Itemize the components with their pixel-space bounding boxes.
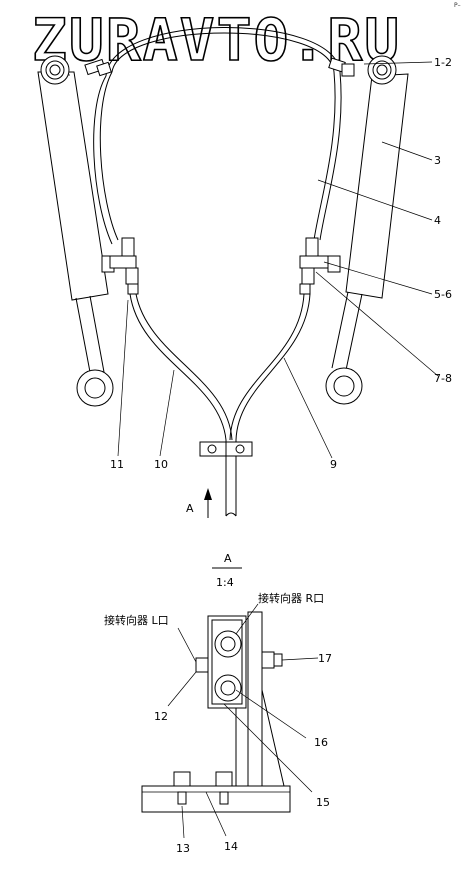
callout-7-8: 7-8 — [434, 372, 452, 385]
callout-14: 14 — [224, 840, 238, 853]
view-arrow-label: A — [186, 502, 194, 515]
upper-hose-loop — [93, 27, 342, 245]
callout-3: 3 — [434, 154, 441, 167]
detail-view-scale: 1:4 — [216, 576, 234, 589]
detail-view-title-letter: A — [224, 552, 232, 565]
callout-13: 13 — [176, 842, 190, 855]
detail-view-title: A 1:4 — [212, 552, 242, 589]
callout-16: 16 — [314, 736, 328, 749]
callout-4: 4 — [434, 214, 441, 227]
callout-9: 9 — [330, 458, 337, 471]
corner-mark: P– — [454, 2, 461, 9]
callout-15: 15 — [316, 796, 330, 809]
callout-11: 11 — [110, 458, 124, 471]
hose-clamp — [199, 441, 253, 457]
left-steering-cylinder — [37, 55, 115, 407]
right-tee-fitting — [299, 237, 329, 295]
view-arrow-a: A — [186, 488, 212, 518]
port-r-label: 接转向器 R口 — [258, 591, 324, 605]
left-tee-fitting — [109, 237, 139, 295]
top-hose-fittings — [84, 57, 355, 77]
leaders-upper — [117, 61, 439, 459]
callout-1-2: 1-2 — [434, 56, 452, 69]
port-l-label: 接转向器 L口 — [104, 613, 169, 627]
callout-10: 10 — [154, 458, 168, 471]
lower-hoses — [129, 293, 311, 517]
callout-5-6: 5-6 — [434, 288, 452, 301]
callout-12: 12 — [154, 710, 168, 723]
right-steering-cylinder — [325, 55, 409, 405]
callout-17: 17 — [318, 652, 332, 665]
leaders-detail — [167, 603, 319, 839]
